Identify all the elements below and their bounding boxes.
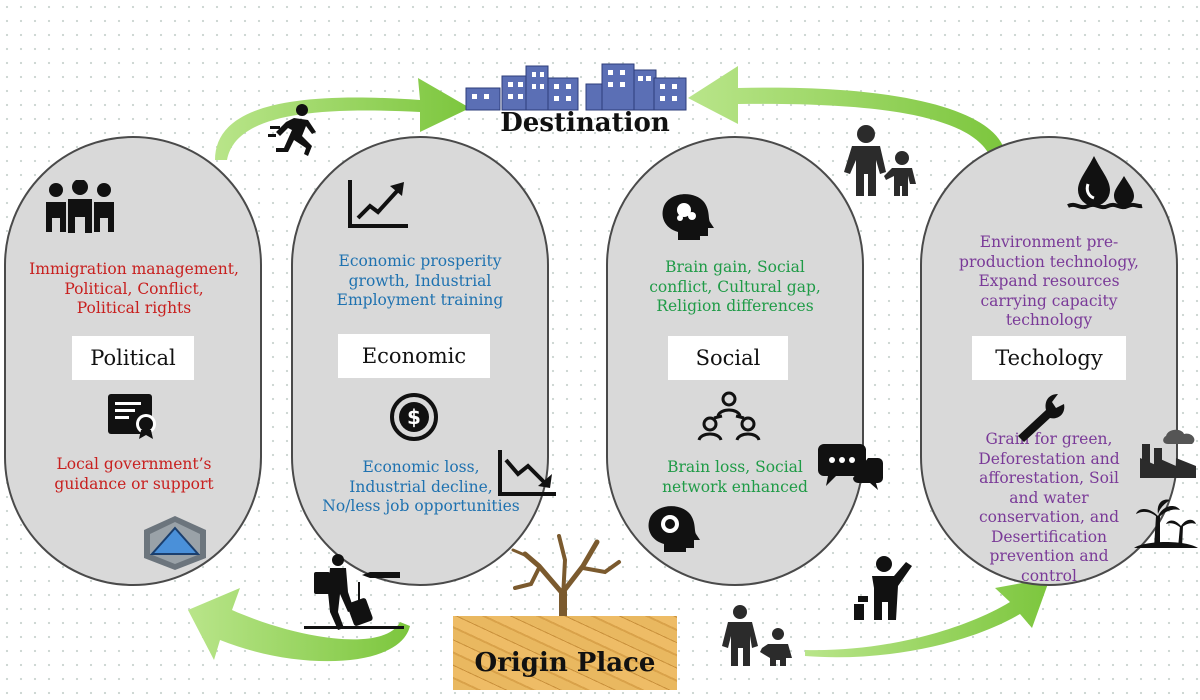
social-label: Social [668, 336, 788, 380]
economic-top-text: Economic prosperity growth, Industrial E… [336, 252, 504, 309]
running-person-icon [268, 104, 316, 156]
brain-head-icon [662, 194, 714, 240]
person-waving-icon [854, 556, 912, 620]
political-top-text: Immigration management, Political, Confl… [29, 260, 239, 317]
social-top-text: Brain gain, Social conflict, Cultural ga… [649, 258, 821, 315]
political-label: Political [72, 336, 194, 380]
cracked-earth [453, 616, 677, 690]
certificate-icon [108, 394, 156, 439]
government-badge-icon [144, 516, 206, 570]
social-bottom-text: Brain loss, Social network enhanced [662, 458, 808, 496]
technology-top-text: Environment pre- production technology, … [959, 233, 1139, 329]
arrow-to-destination-left [215, 78, 470, 160]
decline-chart-icon [498, 450, 556, 496]
wrench-icon [1018, 394, 1065, 442]
political-bottom-text: Local government’s guidance or support [54, 455, 214, 493]
parent-child-icon [844, 125, 916, 196]
origin-title: Origin Place [474, 648, 656, 678]
water-drops-icon [1067, 156, 1143, 210]
arrow-origin-to-technology [805, 578, 1050, 658]
technology-label: Techology [972, 336, 1126, 380]
svg-text:$: $ [407, 405, 421, 429]
economic-label: Economic [338, 334, 490, 378]
arrow-to-destination-right [688, 66, 1005, 156]
dollar-coin-icon: $ [390, 393, 438, 441]
growth-chart-icon [348, 180, 408, 228]
family-walking-icon [722, 605, 792, 666]
network-people-icon [697, 391, 761, 441]
group-people-icon [46, 180, 114, 233]
island-palm-icon [1134, 499, 1198, 548]
destination-title: Destination [500, 108, 670, 138]
chat-bubbles-icon [818, 444, 883, 490]
technology-bottom-text: Grain for green, Deforestation and affor… [978, 430, 1120, 585]
economic-bottom-text: Economic loss, Industrial decline, No/le… [322, 458, 520, 515]
brain-head-outline-icon [648, 506, 700, 552]
traveler-luggage-icon [304, 554, 404, 630]
arrow-origin-to-political [188, 588, 410, 662]
destination-buildings-icon [465, 63, 687, 111]
factory-icon [1140, 429, 1196, 478]
